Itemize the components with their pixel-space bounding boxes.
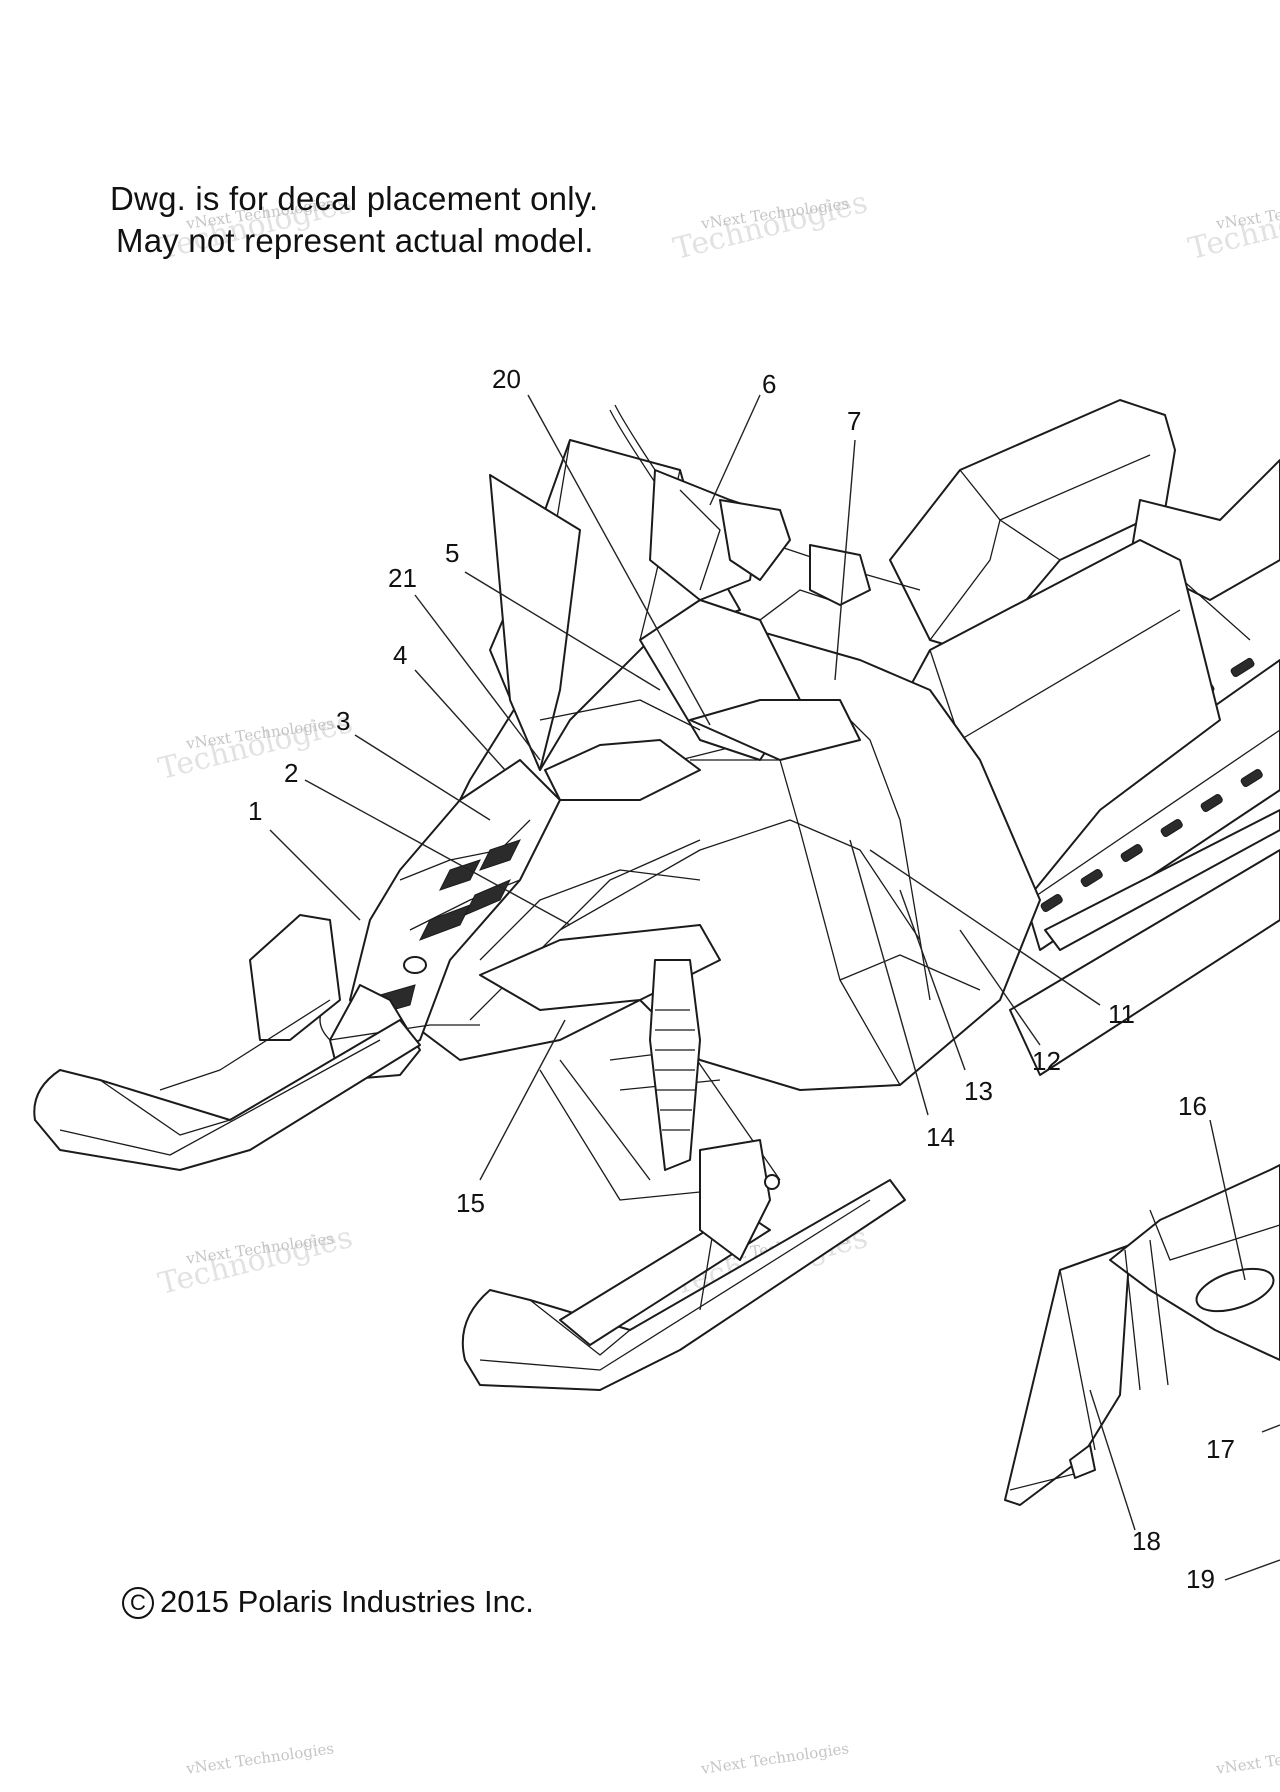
callout-20: 20 bbox=[492, 364, 521, 394]
callout-19: 19 bbox=[1186, 1564, 1215, 1594]
callout-14: 14 bbox=[926, 1122, 955, 1152]
leader-lines bbox=[269, 394, 1280, 1581]
callout-4: 4 bbox=[393, 640, 407, 670]
callout-6: 6 bbox=[762, 369, 776, 399]
callout-5: 5 bbox=[445, 538, 459, 568]
callout-17: 17 bbox=[1206, 1434, 1235, 1464]
right-ski bbox=[461, 1179, 906, 1391]
callout-18: 18 bbox=[1132, 1526, 1161, 1556]
front-suspension bbox=[539, 959, 781, 1311]
copyright-text: 2015 Polaris Industries Inc. bbox=[160, 1584, 534, 1619]
left-ski bbox=[33, 999, 421, 1171]
callout-labels: 1 2 3 4 5 6 7 11 12 13 14 15 16 17 18 19… bbox=[248, 364, 1235, 1594]
callout-11: 11 bbox=[1108, 999, 1135, 1029]
callout-7: 7 bbox=[847, 406, 861, 436]
callout-13: 13 bbox=[964, 1076, 993, 1106]
callout-1: 1 bbox=[248, 796, 262, 826]
handlebar bbox=[609, 404, 921, 606]
callout-15: 15 bbox=[456, 1188, 485, 1218]
note-line-1: Dwg. is for decal placement only. bbox=[110, 180, 599, 217]
running-board bbox=[1004, 657, 1280, 1076]
callout-2: 2 bbox=[284, 758, 298, 788]
callout-3: 3 bbox=[336, 706, 350, 736]
callout-16: 16 bbox=[1178, 1091, 1207, 1121]
callout-12: 12 bbox=[1032, 1046, 1061, 1076]
note-line-2: May not represent actual model. bbox=[116, 222, 594, 259]
copyright-icon: C bbox=[122, 1587, 154, 1619]
callout-21: 21 bbox=[388, 563, 417, 593]
rear-flap bbox=[1004, 1164, 1280, 1506]
